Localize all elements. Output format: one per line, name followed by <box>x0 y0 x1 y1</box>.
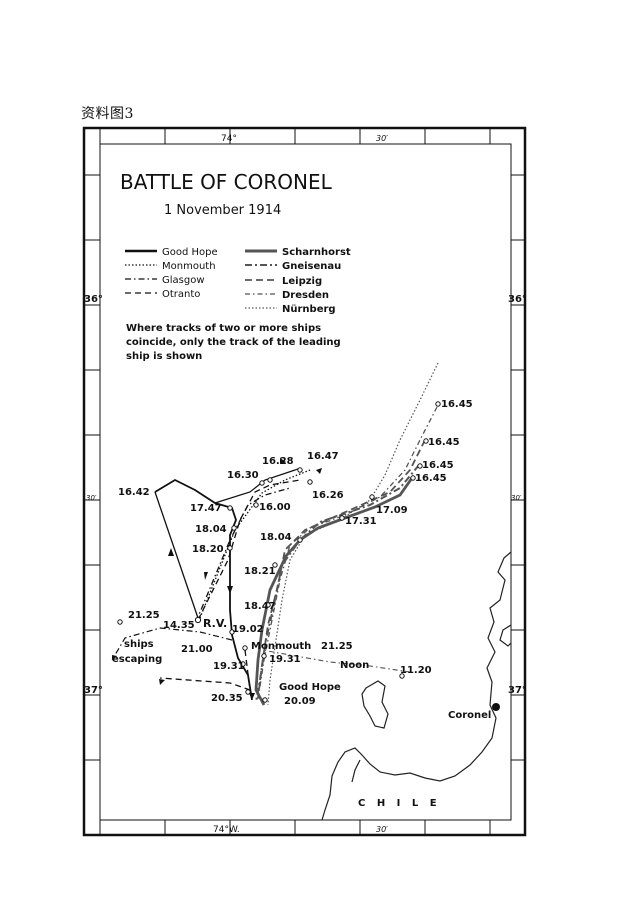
legend-label-good-hope: Good Hope <box>162 247 218 258</box>
time-label: 19.31 <box>269 654 301 665</box>
direction-arrows <box>112 458 322 700</box>
legend-label-leipzig: Leipzig <box>282 276 322 287</box>
coronel-marker <box>492 703 500 711</box>
track-dresden <box>257 406 438 701</box>
time-label: 18.20 <box>192 544 224 555</box>
note-line-3: ship is shown <box>126 351 202 362</box>
lon-label-top-74: 74° <box>221 134 237 144</box>
time-label: 18.47 <box>244 601 276 612</box>
lat-label-left-30: 30′ <box>86 494 97 502</box>
time-label: 14.35 <box>163 620 195 631</box>
time-label: 19.31 <box>213 661 245 672</box>
time-label: 20.35 <box>211 693 243 704</box>
noon-label: Noon <box>340 660 369 671</box>
time-label: 18.21 <box>244 566 276 577</box>
time-label: 16.42 <box>118 487 150 498</box>
time-label: 17.09 <box>376 505 408 516</box>
time-label: 19.02 <box>232 624 264 635</box>
time-label: 21.00 <box>181 644 213 655</box>
time-label: 21.25 <box>128 610 160 621</box>
time-label: 17.31 <box>345 516 377 527</box>
figure-caption: 资料图3 <box>81 106 134 122</box>
time-label: 16.45 <box>428 437 460 448</box>
track-monmouth <box>199 469 311 619</box>
ships-escaping-label-2: escaping <box>112 654 162 665</box>
chile-coastline <box>321 551 512 821</box>
legend-label-scharnhorst: Scharnhorst <box>282 247 351 258</box>
lon-label-bottom-74w: 74°W. <box>213 825 240 835</box>
good-hope-sinking-label: Good Hope <box>279 682 341 693</box>
position-markers <box>117 401 441 703</box>
time-label: 16.26 <box>312 490 344 501</box>
legend: Good Hope Monmouth Glasgow Otranto Schar… <box>125 247 351 315</box>
time-label: 16.45 <box>415 473 447 484</box>
lat-label-left-36: 36° <box>84 294 103 305</box>
ships-escaping-label-1: ships <box>124 639 154 650</box>
lat-label-right-36: 36° <box>508 294 527 305</box>
track-good-hope-leg <box>154 491 199 619</box>
map-outer-frame <box>82 126 527 837</box>
track-dresden-approach <box>261 649 411 673</box>
legend-label-dresden: Dresden <box>282 290 329 301</box>
legend-label-otranto: Otranto <box>162 289 200 300</box>
track-nurnberg <box>267 362 439 706</box>
track-glasgow <box>195 487 291 623</box>
map-date: 1 November 1914 <box>164 203 281 218</box>
time-label: 17.47 <box>190 503 222 514</box>
lon-label-top-30: 30′ <box>376 134 388 143</box>
note-line-1: Where tracks of two or more ships <box>126 323 321 334</box>
lat-label-right-30: 30′ <box>511 494 522 502</box>
time-label: 18.04 <box>195 524 227 535</box>
time-label: 16.30 <box>227 470 259 481</box>
coronel-label: Coronel <box>448 710 491 721</box>
track-scharnhorst <box>254 477 414 706</box>
chile-label: C H I L E <box>358 798 441 809</box>
note-line-2: coincide, only the track of the leading <box>126 337 341 348</box>
track-glasgow-escape <box>111 627 233 661</box>
map-title: BATTLE OF CORONEL <box>120 170 333 194</box>
lat-label-right-37: 37° <box>508 685 527 696</box>
map-inner-frame <box>99 143 512 821</box>
legend-label-nurnberg: Nürnberg <box>282 304 336 315</box>
track-good-hope-north <box>214 467 301 504</box>
track-gneisenau <box>255 464 420 703</box>
monmouth-sinking-label: Monmouth <box>251 641 311 652</box>
time-label: 16.45 <box>441 399 473 410</box>
time-label: 18.04 <box>260 532 292 543</box>
lon-label-bottom-30: 30′ <box>376 825 388 834</box>
time-labels: 16.45 16.45 16.45 16.45 16.28 16.47 16.3… <box>118 399 473 707</box>
time-label: 21.25 <box>321 641 353 652</box>
frame-ticks <box>84 128 525 835</box>
time-label: 16.00 <box>259 502 291 513</box>
time-label: 16.47 <box>307 451 339 462</box>
rendezvous-label: R.V. <box>203 617 227 630</box>
time-label: 16.45 <box>422 460 454 471</box>
time-label: 11.20 <box>400 665 432 676</box>
track-otranto-escape <box>159 649 251 691</box>
lat-label-left-37: 37° <box>84 685 103 696</box>
legend-label-glasgow: Glasgow <box>162 275 205 286</box>
german-tracks <box>254 362 439 706</box>
time-label: 16.28 <box>262 456 294 467</box>
legend-label-gneisenau: Gneisenau <box>282 261 341 272</box>
legend-label-monmouth: Monmouth <box>162 261 216 272</box>
time-label: 20.09 <box>284 696 316 707</box>
